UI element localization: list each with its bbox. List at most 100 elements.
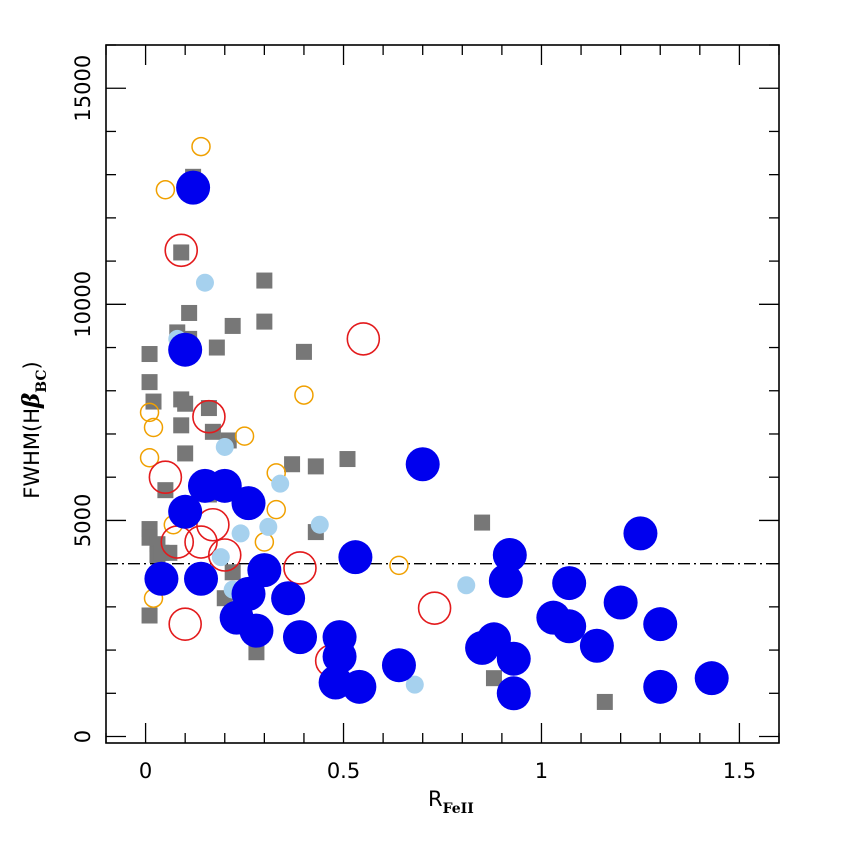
y-tick-label: 0 [71, 730, 95, 743]
data-point-square [256, 313, 273, 330]
y-axis-title-symbol: β [18, 393, 45, 409]
data-point-open-circle-small [191, 136, 211, 157]
data-point-square [145, 393, 162, 410]
series-filled-circle-small [168, 273, 476, 694]
data-point-open-circle-large [283, 551, 317, 585]
data-point-filled-circle-large [552, 566, 587, 601]
data-point-filled-circle-large [144, 561, 179, 596]
data-point-square [224, 564, 241, 581]
data-point-square [248, 644, 265, 661]
data-point-filled-circle-large [579, 628, 614, 663]
y-tick-label: 10000 [71, 271, 95, 338]
data-point-filled-circle-small [405, 675, 424, 694]
data-point-square [256, 272, 273, 289]
data-point-open-circle-large [207, 538, 242, 572]
data-point-open-circle-small [155, 180, 176, 200]
data-point-filled-circle-small [310, 515, 329, 534]
data-point-filled-circle-small [215, 437, 234, 456]
data-point-open-circle-large [346, 322, 381, 356]
data-point-square [224, 317, 241, 334]
x-axis-title-subscript: FeII [443, 801, 474, 817]
data-point-open-circle-large [417, 591, 452, 625]
data-point-square [173, 244, 190, 261]
data-point-filled-circle-large [623, 516, 658, 551]
data-point-open-circle-large [164, 233, 199, 268]
data-point-square [173, 417, 190, 434]
data-point-square [208, 339, 225, 356]
data-point-square [157, 482, 174, 499]
data-point-square [485, 670, 502, 687]
y-tick-label: 15000 [71, 55, 95, 122]
data-point-filled-circle-small [211, 548, 230, 567]
data-point-open-circle-large [192, 399, 226, 434]
data-point-filled-circle-large [282, 620, 317, 655]
data-point-filled-circle-large [492, 537, 527, 572]
data-point-open-circle-small [254, 532, 275, 552]
data-point-open-circle-small [143, 417, 164, 438]
data-point-square [339, 451, 356, 468]
data-point-filled-circle-small [195, 273, 214, 292]
data-point-filled-circle-large [643, 607, 678, 642]
data-point-filled-circle-large [231, 486, 266, 521]
series-open-circle-small [139, 136, 409, 608]
data-point-filled-circle-large [643, 669, 678, 704]
data-point-filled-circle-large [207, 468, 242, 503]
data-point-filled-circle-large [322, 639, 357, 674]
y-tick-label: 5000 [71, 494, 95, 547]
data-point-filled-circle-large [694, 661, 729, 696]
data-point-open-circle-small [234, 426, 255, 446]
tick-labels: 0 0.5 1 1.5 0 5000 10000 15000 [71, 55, 756, 783]
data-point-open-circle-small [266, 499, 286, 520]
x-axis-title: RFeII [428, 787, 474, 817]
data-point-open-circle-small [389, 555, 409, 576]
data-point-square [295, 343, 312, 360]
x-tick-label: 0.5 [327, 759, 360, 783]
data-point-open-circle-small [294, 385, 314, 405]
x-tick-label: 0 [139, 759, 152, 783]
plot-frame [105, 44, 780, 744]
x-tick-label: 1.5 [723, 759, 756, 783]
data-point-filled-circle-large [338, 540, 373, 575]
data-point-filled-circle-large [381, 648, 416, 683]
data-point-filled-circle-small [231, 524, 250, 543]
plot-area-border [105, 44, 780, 744]
data-point-open-circle-small [139, 447, 160, 468]
x-tick-label: 1 [535, 759, 548, 783]
data-point-filled-circle-large [342, 669, 377, 704]
data-point-filled-circle-large [168, 332, 203, 367]
data-point-square [177, 445, 194, 462]
data-point-square [200, 400, 217, 417]
data-point-square [141, 374, 158, 391]
data-point-filled-circle-large [496, 641, 531, 676]
y-axis-title: FWHM(HβBC) [18, 361, 50, 498]
data-point-filled-circle-small [259, 517, 278, 536]
data-point-square [141, 346, 158, 363]
data-point-square [596, 693, 613, 710]
data-points-layer [139, 136, 729, 711]
y-axis-title-prefix: FWHM(H [20, 408, 44, 499]
axis-ticks [105, 44, 780, 743]
data-point-filled-circle-large [239, 613, 274, 648]
data-point-filled-circle-large [168, 494, 203, 529]
data-point-filled-circle-large [176, 170, 211, 205]
data-point-open-circle-large [196, 507, 230, 542]
data-point-filled-circle-small [457, 576, 476, 595]
data-point-square [177, 395, 194, 412]
data-point-square [141, 607, 158, 624]
data-point-open-circle-large [184, 525, 218, 559]
data-point-filled-circle-large [271, 581, 306, 616]
series-filled-circle-large [144, 170, 729, 711]
x-axis-title-main: R [428, 787, 443, 811]
data-point-filled-circle-large [184, 561, 219, 596]
data-point-filled-circle-large [405, 447, 440, 482]
y-axis-title-subscript: BC [34, 369, 50, 392]
data-point-open-circle-small [139, 402, 160, 423]
y-axis-title-suffix: ) [20, 361, 44, 369]
data-point-open-circle-large [148, 460, 183, 494]
data-point-square [181, 304, 198, 321]
data-point-square [284, 456, 301, 473]
data-point-filled-circle-large [496, 676, 531, 711]
data-point-square [307, 458, 324, 475]
data-point-filled-circle-large [603, 585, 638, 620]
